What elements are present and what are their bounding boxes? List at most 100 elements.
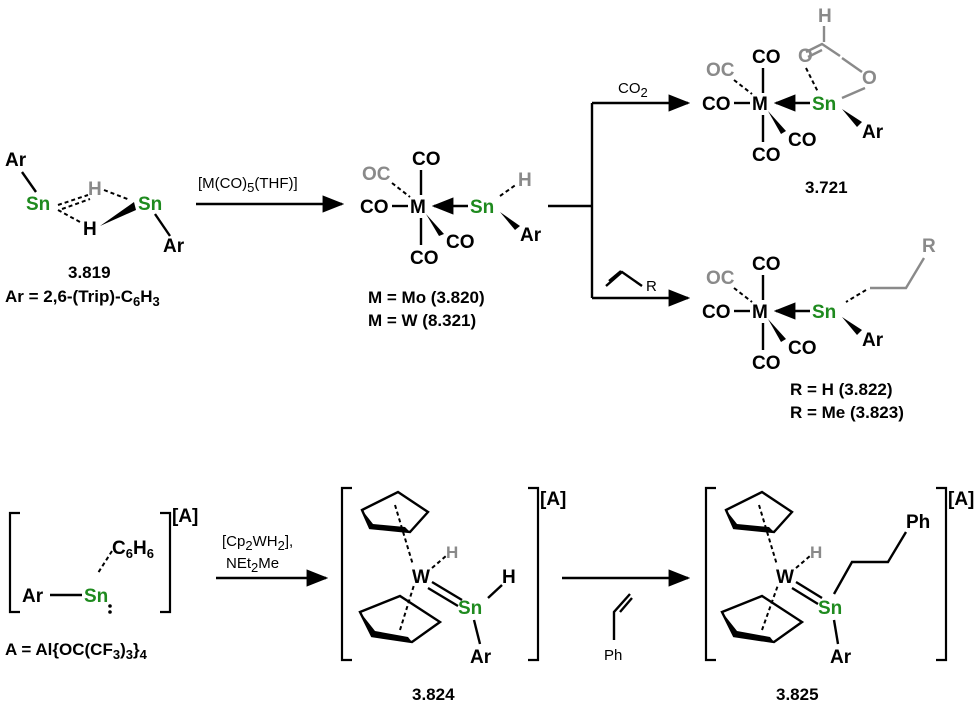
ligand-oc: OC [706, 60, 735, 81]
bracket-right [936, 486, 948, 662]
atom-h: H [446, 543, 458, 562]
bracket-right [160, 511, 172, 614]
ar-definition: Ar = 2,6-(Trip)-C6H3 [5, 287, 160, 309]
hashed-bond [97, 550, 113, 574]
bond [841, 86, 866, 100]
hashed-bond [391, 182, 411, 198]
bond [832, 619, 840, 645]
hashed-bond [57, 194, 91, 210]
hashed-bond [795, 555, 811, 569]
ligand-co: CO [752, 47, 781, 68]
hashed-bond [394, 504, 414, 566]
compound-3824: [A] W H Sn H Ar 3.824 [340, 486, 566, 704]
compound-3819: Ar Sn H H Sn Ar 3.819 Ar = 2,6-(Trip)-C6… [5, 150, 185, 309]
compound-3822: R CO OC CO M Sn Ar CO CO R = H (3.822) R… [702, 236, 936, 422]
wedge-bond [500, 212, 520, 230]
hashed-bond [761, 584, 779, 631]
formate-bonds [805, 42, 841, 59]
atom-sn: Sn [812, 94, 836, 115]
atom-sn: Sn [818, 598, 842, 619]
atom-sn: Sn [812, 302, 836, 323]
compound-label: 3.824 [412, 685, 455, 704]
ligand-co: CO [752, 353, 781, 374]
atom-h: H [518, 170, 532, 191]
ligand-co: CO [702, 302, 731, 323]
ligand-oc: OC [362, 164, 391, 185]
bracket-left [340, 486, 352, 662]
wedge-bond [768, 319, 786, 342]
atom-ar: Ar [22, 586, 44, 607]
atom-sn: Sn [138, 194, 162, 215]
reagent-net2me: NEt2Me [226, 555, 279, 575]
atom-sn: Sn [26, 194, 50, 215]
anion-definition: A = Al{OC(CF3)3}4 [5, 640, 148, 662]
ligand-oc: OC [706, 268, 735, 289]
compound-label-h: R = H (3.822) [790, 380, 893, 399]
atom-ar: Ar [520, 225, 542, 246]
ligand-co: CO [788, 338, 817, 359]
wedge-bond [842, 317, 862, 335]
compound-label: 3.721 [805, 178, 848, 197]
bond [841, 57, 863, 73]
bond [472, 619, 482, 645]
lone-pair-dot [108, 604, 112, 608]
lone-pair-dot [108, 610, 112, 614]
atom-h: H [818, 6, 832, 27]
wedge-bond [768, 111, 786, 134]
reaction-arrow-1: [M(CO)5(THF)] [196, 175, 345, 213]
reagent-alkene [605, 270, 643, 287]
anion-tag: [A] [540, 489, 566, 510]
ring-wedge [722, 612, 774, 642]
alkyl-chain [870, 257, 926, 290]
ligand-co: CO [412, 149, 441, 170]
reagent-cp2wh2: [Cp2WH2], [222, 533, 293, 553]
atom-ar: Ar [163, 236, 185, 257]
bracket-right [528, 486, 540, 662]
atom-ar: Ar [830, 647, 852, 668]
ligand-co: CO [410, 248, 439, 269]
atom-sn: Sn [84, 586, 108, 607]
compound-stannylene-cation: [A] C6H6 Ar Sn A = Al{OC(CF3)3}4 [5, 506, 198, 662]
atom-r: R [922, 236, 936, 257]
double-bond [427, 586, 459, 608]
ring-wedge [726, 510, 774, 532]
reaction-arrow-branch: CO2 R [548, 80, 691, 307]
bond [154, 213, 171, 237]
compound-3721: H O O CO OC CO M Sn Ar CO CO 3.721 [702, 6, 884, 197]
wedge-bond [842, 109, 862, 127]
atom-ar: Ar [5, 150, 27, 171]
atom-h: H [810, 543, 822, 562]
metal-m: M [410, 197, 426, 218]
ligand-co: CO [788, 130, 817, 151]
hashed-bond [431, 555, 447, 569]
compound-label-me: R = Me (3.823) [790, 403, 904, 422]
reaction-arrow-5: Ph [562, 569, 691, 664]
compound-3825: [A] W H Sn Ph Ar 3.825 [704, 486, 974, 704]
hashed-bond [733, 287, 753, 303]
hashed-bond [758, 504, 778, 566]
ligand-co: CO [446, 232, 475, 253]
hashed-bond [805, 67, 819, 93]
atom-sn: Sn [458, 598, 482, 619]
cyclopentadienyl-ring [360, 490, 430, 534]
hashed-bond [499, 183, 518, 197]
hashed-bond [103, 189, 131, 201]
metal-m: M [752, 302, 768, 323]
anion-tag: [A] [172, 506, 198, 527]
atom-o: O [798, 46, 813, 67]
double-bond [791, 586, 819, 606]
reagent-styrene [612, 593, 631, 640]
hashed-bond [845, 289, 867, 303]
atom-ar: Ar [862, 330, 884, 351]
double-bond [795, 580, 823, 600]
double-bond [431, 580, 463, 602]
reagent-alkene-double [608, 270, 622, 282]
compound-label: 3.825 [776, 685, 819, 704]
ligand-co: CO [702, 94, 731, 115]
atom-ph: Ph [906, 512, 930, 533]
ligand-co: CO [752, 145, 781, 166]
reagent-ph: Ph [604, 647, 622, 664]
reagent-co2: CO2 [618, 80, 648, 100]
atom-sn: Sn [470, 197, 494, 218]
bracket-left [8, 511, 20, 614]
